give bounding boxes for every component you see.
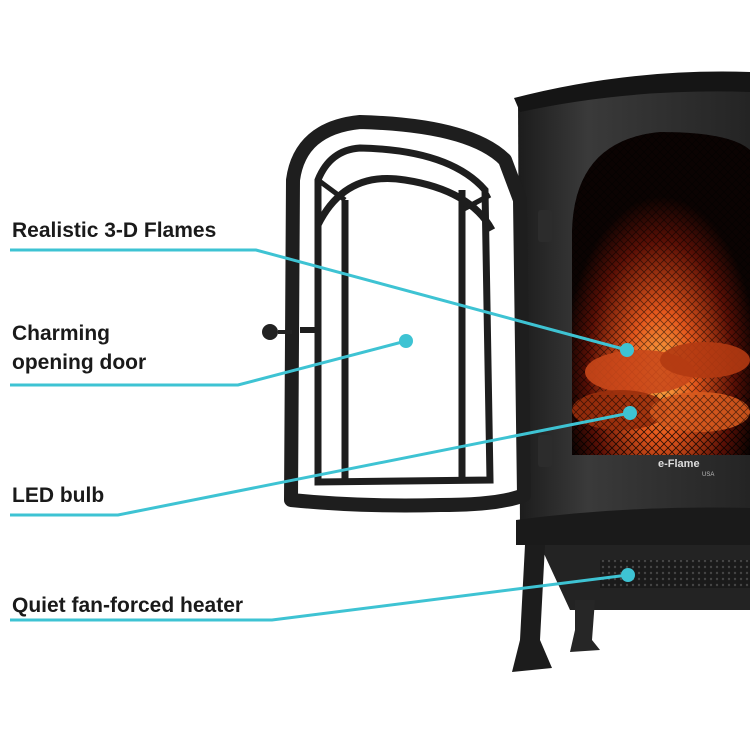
door-knob [262, 324, 278, 340]
callout-label-door-line2: opening door [12, 351, 147, 374]
callout-dots [399, 334, 637, 582]
callout-label-heater: Quiet fan-forced heater [12, 594, 244, 617]
opening-door [262, 115, 531, 513]
callout-dot-flames [620, 343, 634, 357]
leg-back-left [570, 600, 600, 652]
callout-label-door-line1: Charming [12, 322, 111, 345]
hinge-bottom [538, 435, 552, 467]
callout-label-door: Charming opening door [12, 319, 146, 377]
callout-line-flames [10, 248, 628, 352]
callout-lines [10, 248, 631, 622]
callout-line-led [10, 411, 631, 517]
brand-logo-subtext: USA [702, 472, 714, 478]
callout-label-flames: Realistic 3-D Flames [12, 219, 217, 242]
callout-label-led: LED bulb [12, 484, 105, 507]
brand-logo: e-Flame USA [658, 458, 714, 478]
callout-line-door [10, 339, 407, 387]
callout-dot-heater [621, 568, 635, 582]
callout-line-heater [10, 573, 629, 622]
callout-dot-led [623, 406, 637, 420]
leg-front-left [512, 545, 552, 672]
stove-body: e-Flame USA [512, 71, 750, 672]
brand-logo-text: e-Flame [658, 458, 700, 470]
callout-dot-door [399, 334, 413, 348]
log-set [572, 342, 750, 455]
hinge-top [538, 210, 552, 242]
